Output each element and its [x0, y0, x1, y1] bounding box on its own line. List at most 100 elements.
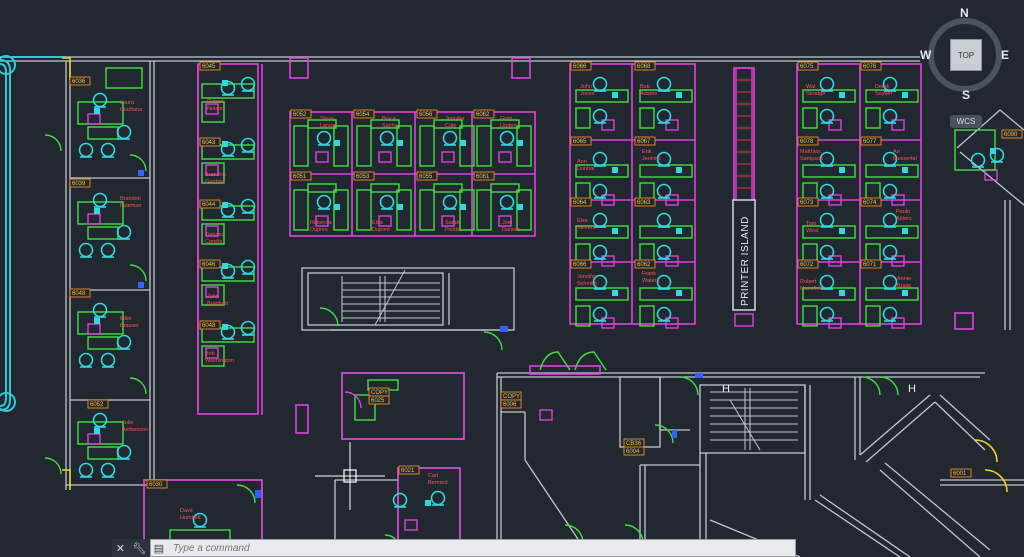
room-tag-number: 6048	[72, 291, 86, 297]
desk	[356, 189, 372, 231]
command-history-icon[interactable]: ▤	[153, 542, 165, 555]
computer	[517, 140, 523, 146]
compass-south[interactable]: S	[962, 88, 971, 102]
room-tag: 6045	[199, 61, 221, 71]
occupant-name: Brandon	[120, 196, 141, 202]
computer	[94, 108, 100, 114]
computer	[397, 204, 403, 210]
computer	[612, 228, 618, 234]
room-tag-number: 6067	[637, 139, 651, 145]
room-tag: 6063	[634, 197, 656, 207]
room-tag-number: 6052	[90, 402, 104, 408]
computer	[94, 208, 100, 214]
room-tag: 6048	[69, 288, 91, 298]
computer	[902, 228, 908, 234]
desk	[201, 162, 225, 184]
cabinet	[498, 151, 512, 163]
room-tag-number: 6001	[953, 471, 967, 477]
exit-doors	[62, 57, 1008, 493]
chair	[819, 76, 835, 92]
chair	[592, 76, 608, 92]
close-icon[interactable]: ✕	[115, 542, 125, 555]
occupant-name: Matthias	[800, 149, 821, 155]
cabinet	[404, 519, 418, 531]
room-tag: 6030	[146, 479, 168, 489]
computer	[334, 140, 340, 146]
room-tag: 6078	[797, 136, 819, 146]
chair	[656, 108, 672, 124]
computer	[839, 290, 845, 296]
cabinet	[205, 103, 219, 115]
cabinet	[665, 119, 679, 131]
chair	[882, 108, 898, 124]
chair	[100, 462, 116, 478]
room-tag: 6055	[416, 171, 438, 181]
room-tag: 6073	[797, 197, 819, 207]
command-line[interactable]: ▤	[150, 539, 796, 557]
viewcube[interactable]: N S E W TOP	[920, 6, 1012, 108]
compass-ring[interactable]	[928, 18, 1002, 92]
desk	[370, 183, 400, 193]
computer	[902, 167, 908, 173]
viewcube-top-face[interactable]: TOP	[950, 39, 982, 71]
room-tag: 6004	[623, 446, 645, 456]
room-tag-number: 6065	[573, 139, 587, 145]
occupant-name: Jones	[580, 91, 595, 97]
room-tag: 6054	[353, 109, 375, 119]
occupant-name: Wirst	[806, 228, 819, 234]
chair	[592, 212, 608, 228]
computer	[676, 167, 682, 173]
cabinet	[205, 347, 219, 359]
wrench-icon[interactable]: 🔧︎	[132, 542, 147, 555]
chair	[316, 194, 332, 210]
room-tag-number: 6048	[202, 323, 216, 329]
cabinet	[828, 194, 842, 206]
compass-east[interactable]: E	[1001, 48, 1010, 62]
occupant-name: Corelis	[205, 239, 222, 245]
room-tag-number: 6053	[356, 174, 370, 180]
chair	[100, 142, 116, 158]
compass-north[interactable]: N	[960, 6, 969, 20]
desk	[490, 119, 520, 129]
occupant-name: Dupres	[310, 227, 328, 233]
room-tag: 6077	[860, 136, 882, 146]
chair	[882, 183, 898, 199]
chair	[656, 212, 672, 228]
chair	[116, 334, 132, 350]
chair	[882, 212, 898, 228]
occupant-name: Waters	[642, 278, 659, 284]
cabinet	[315, 151, 329, 163]
computer	[902, 290, 908, 296]
chair	[92, 192, 108, 208]
cabinet	[205, 164, 219, 176]
chair	[78, 142, 94, 158]
chair	[116, 124, 132, 140]
chair	[78, 352, 94, 368]
desk	[639, 107, 655, 129]
occupant-name: Robert	[800, 279, 817, 285]
cabinet	[828, 119, 842, 131]
compass-west[interactable]: W	[920, 48, 932, 62]
room-tag: 6043	[199, 137, 221, 147]
room-tag: 6071	[860, 259, 882, 269]
occupant-name: Dunbar	[577, 166, 595, 172]
occupant-name: Washington	[205, 358, 234, 364]
desk	[87, 446, 119, 460]
occupant-name: Bob	[640, 84, 650, 90]
room-tag: 6076	[860, 61, 882, 71]
desk	[356, 125, 372, 167]
desk	[419, 189, 435, 231]
computer	[94, 428, 100, 434]
cabinet	[601, 255, 615, 267]
wcs-menu-button[interactable]: WCS	[950, 115, 982, 128]
chair	[882, 244, 898, 260]
desk	[419, 125, 435, 167]
command-input[interactable]	[167, 539, 795, 557]
desk	[370, 119, 400, 129]
chair	[819, 306, 835, 322]
cabinet	[601, 317, 615, 329]
room-tag-number: 6039	[72, 181, 86, 187]
desk	[307, 119, 337, 129]
